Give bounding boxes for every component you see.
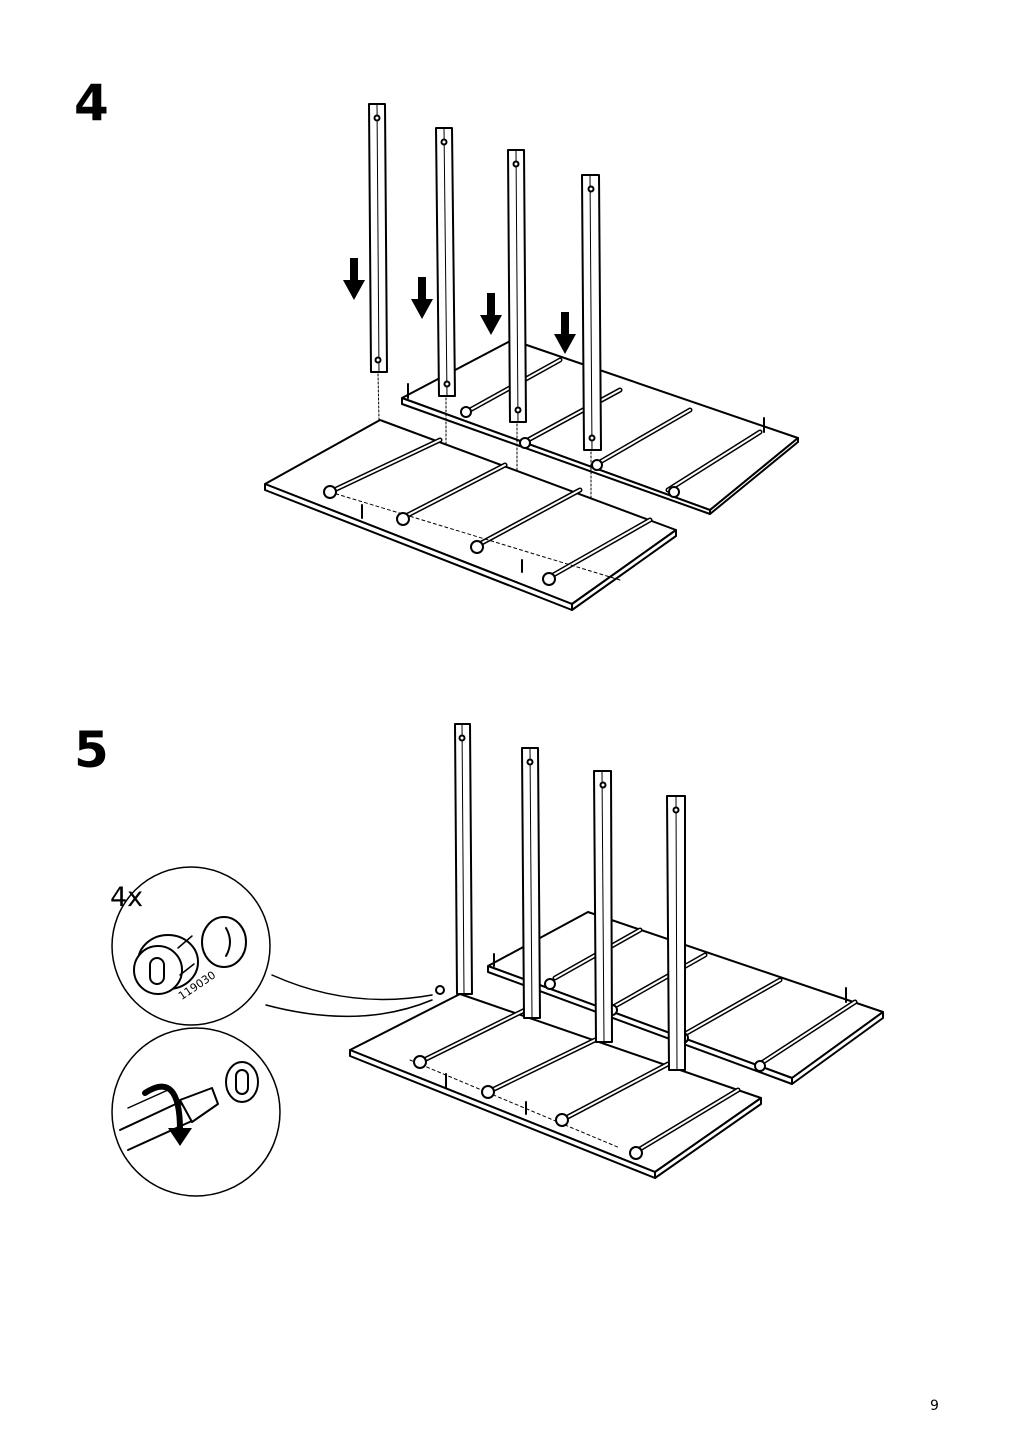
step-5-drawing (111, 723, 884, 1197)
front-side-panel (349, 985, 762, 1179)
page-number: 9 (930, 1398, 939, 1414)
leg-1 (454, 723, 473, 995)
leg-2 (435, 127, 456, 446)
down-arrow-icon (343, 258, 365, 300)
cam-lock-icon (133, 916, 247, 995)
step-4-drawing (264, 103, 799, 611)
down-arrow-icon (411, 277, 433, 319)
quantity-label: 4x (110, 882, 144, 913)
screwdriver-detail-callout (111, 1027, 281, 1197)
leg-2 (521, 747, 541, 1019)
down-arrow-icon (480, 293, 502, 335)
leg-3 (593, 770, 613, 1043)
step-5-number: 5 (74, 721, 109, 779)
leg-4 (666, 795, 686, 1071)
down-arrow-icon (554, 312, 576, 354)
front-side-panel (264, 419, 677, 611)
down-arrow-icons (343, 258, 576, 354)
step-4-number: 4 (74, 74, 109, 132)
legs (368, 103, 602, 501)
rotate-clockwise-arrow-icon (142, 1083, 192, 1146)
cam-lock-detail-callout (111, 866, 433, 1026)
legs (454, 723, 686, 1071)
leg-4 (581, 174, 602, 501)
leg-1 (368, 103, 388, 421)
leg-3 (507, 149, 527, 471)
screwdriver-icon (119, 1061, 259, 1151)
